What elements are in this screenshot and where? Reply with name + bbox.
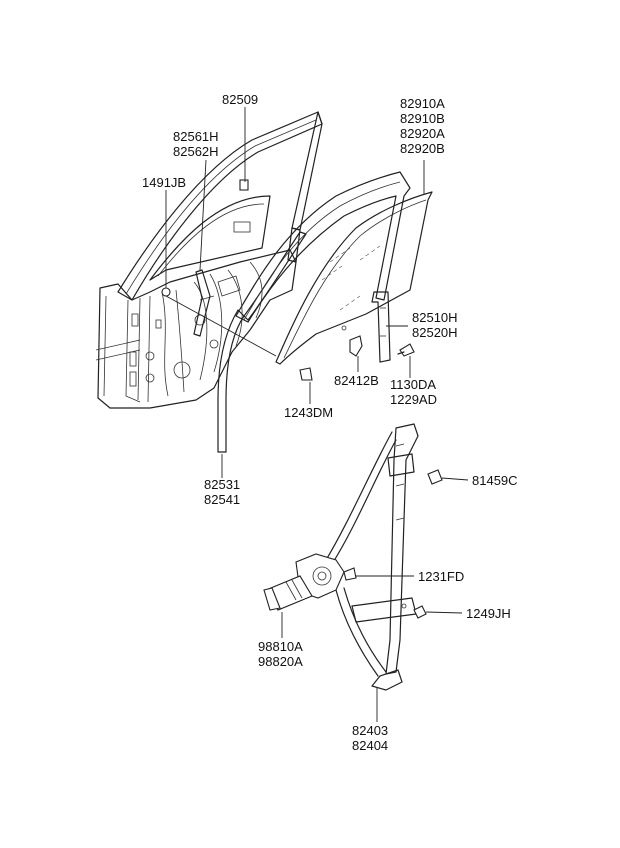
label-98820A: 98820A: [258, 654, 303, 669]
screw-1243DM: [299, 367, 313, 381]
label-82561H: 82561H: [173, 129, 219, 144]
label-1130DA: 1130DA: [390, 377, 436, 392]
bolt-81459C: [427, 469, 443, 485]
label-1249JH: 1249JH: [466, 606, 511, 621]
label-81459C: 81459C: [472, 473, 518, 488]
run-channel: [193, 269, 211, 337]
leader-lines: [165, 107, 469, 722]
label-82403: 82403: [352, 723, 388, 738]
label-82412B: 82412B: [334, 373, 379, 388]
label-82510H: 82510H: [412, 310, 458, 325]
label-1243DM: 1243DM: [284, 405, 333, 420]
door-frame: [95, 111, 323, 409]
quarter-glass-run: [149, 179, 271, 281]
label-82520H: 82520H: [412, 325, 458, 340]
rear-channel: [371, 291, 391, 363]
window-regulator: [263, 423, 419, 691]
label-98810A: 98810A: [258, 639, 303, 654]
label-82562H: 82562H: [173, 144, 219, 159]
label-82404: 82404: [352, 738, 388, 753]
clip-82412B: [349, 335, 363, 357]
part-labels: 82509 82561H 82562H 1491JB 82910A 82910B…: [142, 92, 518, 753]
bolt-1130DA: [397, 343, 415, 357]
label-1231FD: 1231FD: [418, 569, 464, 584]
label-82531: 82531: [204, 477, 240, 492]
label-1229AD: 1229AD: [390, 392, 437, 407]
label-82509: 82509: [222, 92, 258, 107]
label-1491JB: 1491JB: [142, 175, 186, 190]
bolt-1249JH: [413, 605, 427, 619]
label-82920B: 82920B: [400, 141, 445, 156]
label-82920A: 82920A: [400, 126, 445, 141]
label-82910B: 82910B: [400, 111, 445, 126]
label-82910A: 82910A: [400, 96, 445, 111]
door-glass: [235, 171, 433, 365]
bolt-1231FD: [343, 567, 357, 581]
clip-1491JB: [161, 287, 171, 297]
label-82541: 82541: [204, 492, 240, 507]
